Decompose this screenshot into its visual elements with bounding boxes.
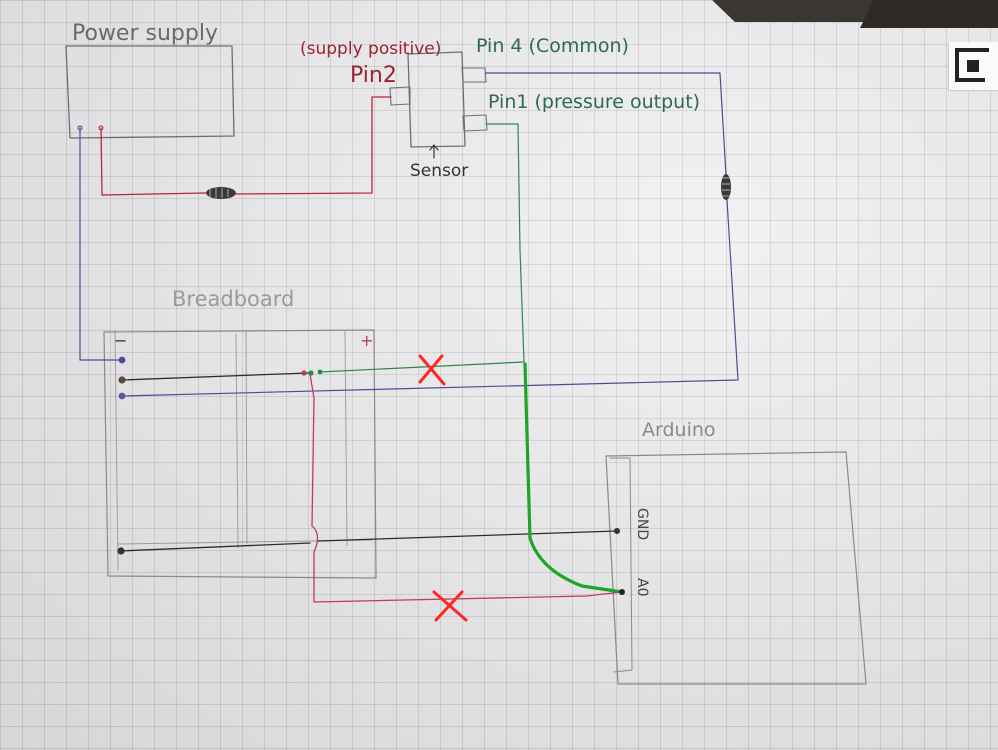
- sensor-box: [407, 51, 466, 148]
- pin4-label: Pin 4 (Common): [476, 35, 629, 57]
- black-rail-wire: [121, 372, 309, 381]
- pin2-label: Pin2: [350, 63, 397, 88]
- arduino-label: Arduino: [642, 419, 716, 441]
- sensor-arrow: [429, 144, 439, 159]
- blue-common-wire: [121, 72, 739, 397]
- minus-label: −: [114, 331, 127, 350]
- arduino-header: [609, 457, 633, 673]
- arduino-outline: [605, 451, 867, 685]
- red-supply-wire: [100, 96, 392, 196]
- breadboard-outline: [103, 329, 377, 579]
- fiducial-marker: [948, 42, 998, 91]
- blue-ground-wire: [79, 127, 123, 361]
- a0-label: A0: [634, 578, 650, 596]
- red-jumper-wire: [309, 373, 623, 603]
- cross-mark-icon: [432, 590, 468, 622]
- sensor-label: Sensor: [410, 161, 468, 181]
- gnd-label: GND: [634, 508, 650, 540]
- plus-label: +: [360, 331, 373, 350]
- bold-green-wire: [523, 362, 624, 594]
- pin1-label: Pin1 (pressure output): [488, 91, 700, 113]
- power-supply-box: [65, 45, 235, 139]
- resistor-icon: [721, 174, 731, 200]
- supply-positive-label: (supply positive): [300, 39, 441, 59]
- power-supply-label: Power supply: [72, 21, 218, 46]
- breadboard-contacts: [77, 125, 625, 595]
- breadboard-inner-line: [114, 329, 348, 571]
- sensor-pin1-tab: [462, 114, 488, 132]
- black-gnd-wire: [119, 530, 617, 552]
- breadboard-label: Breadboard: [172, 287, 294, 311]
- resistor-icon: [206, 187, 236, 199]
- cross-mark-icon: [418, 354, 446, 386]
- sensor-pin2-tab: [389, 86, 411, 106]
- green-signal-wire: [319, 123, 525, 373]
- sensor-pin4-tab: [461, 67, 487, 83]
- desk-background-far: [860, 0, 998, 28]
